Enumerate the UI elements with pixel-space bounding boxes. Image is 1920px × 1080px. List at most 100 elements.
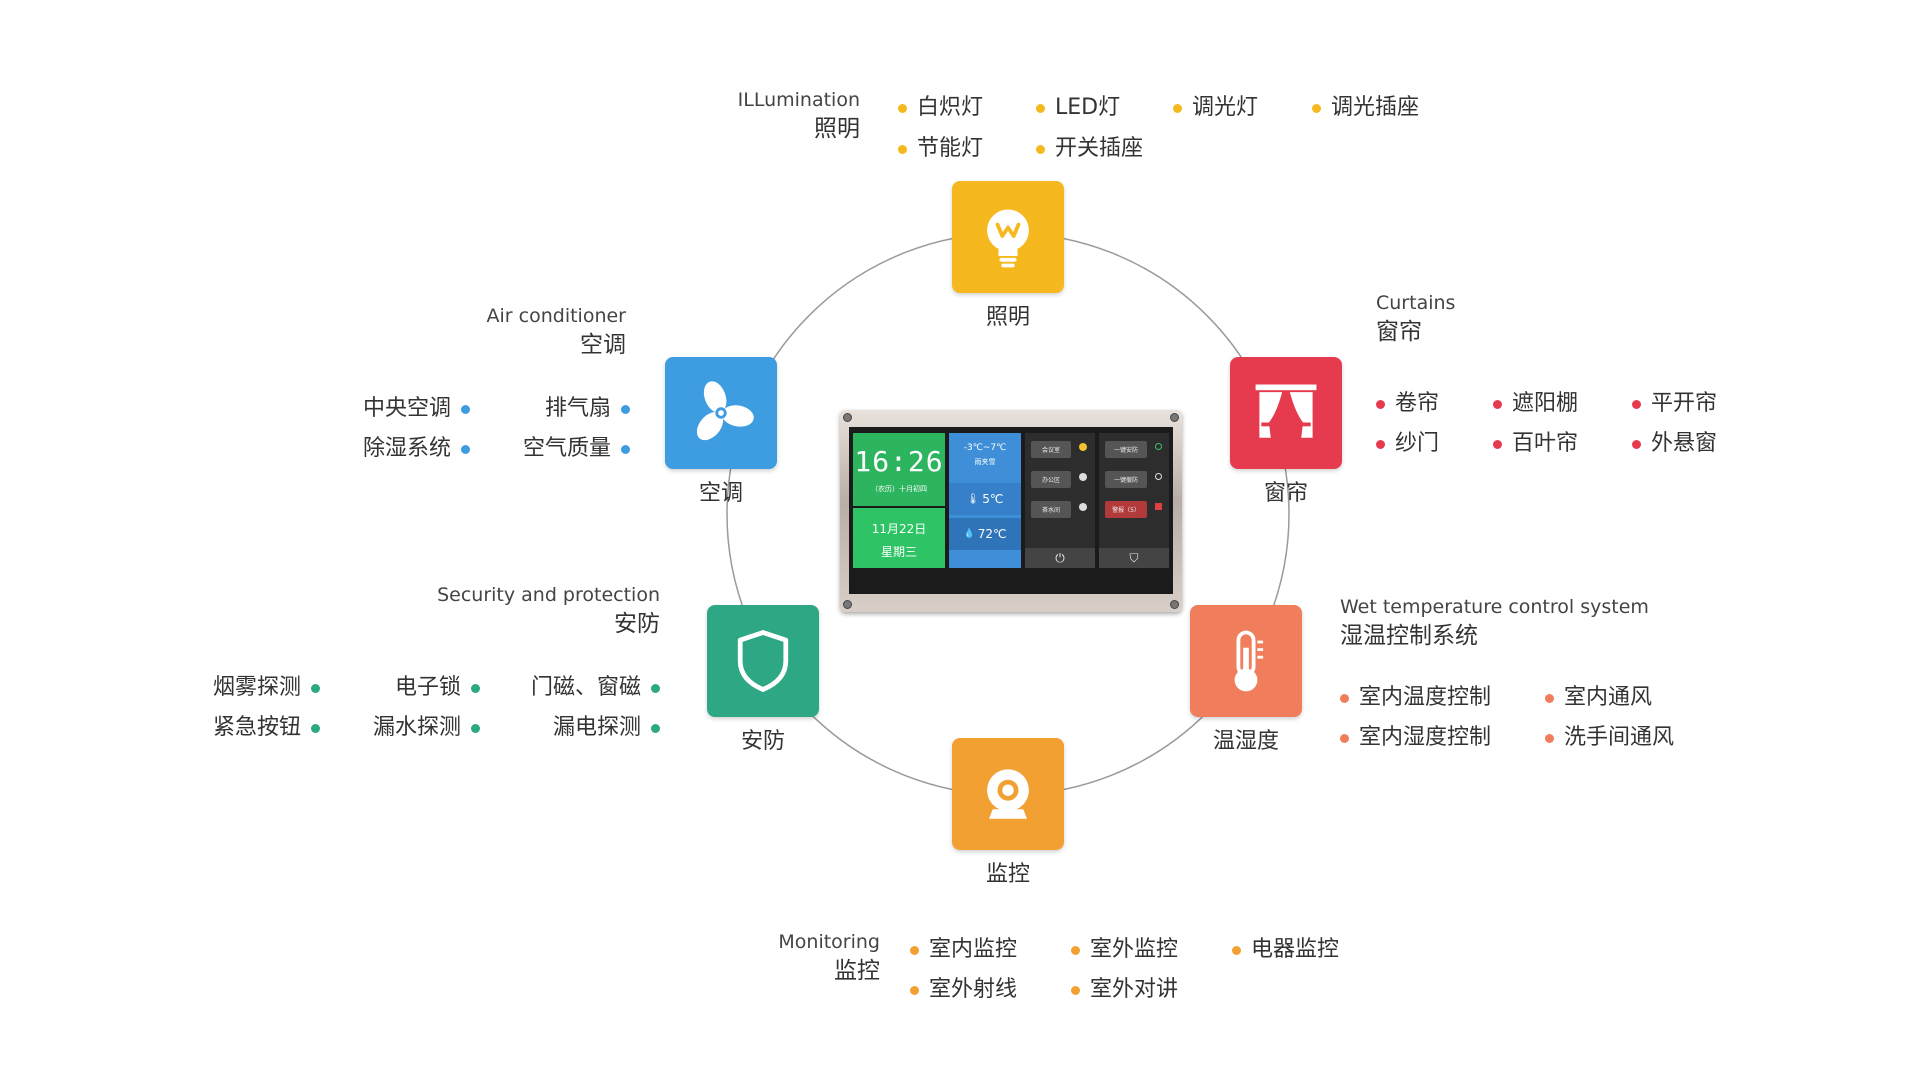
camera-icon <box>987 769 1029 819</box>
lighting-tile-label: 照明 <box>985 305 1030 330</box>
security-tile-label: 安防 <box>740 729 785 754</box>
curtains-item[interactable]: 平开帘 <box>1632 385 1717 417</box>
air-header: Air conditioner 空调 <box>426 304 626 361</box>
humidity-tile-label: 温湿度 <box>1212 729 1279 754</box>
thermometer-small-icon: 🌡 <box>966 493 980 505</box>
humidity-en-title: Wet temperature control system <box>1340 596 1649 618</box>
device-screen: 16:26 （农历）十月初四 11月22日 星期三 -3℃~7℃ 雨夹雪 🌡 5… <box>849 427 1173 594</box>
temp-range: -3℃~7℃ <box>963 443 1007 453</box>
curtains-header: Curtains 窗帘 <box>1376 291 1455 348</box>
lighting-item[interactable]: 白炽灯 <box>898 89 983 121</box>
humidity-item[interactable]: 室内湿度控制 <box>1340 719 1491 751</box>
curtains-en-title: Curtains <box>1376 292 1456 314</box>
curtains-item[interactable]: 纱门 <box>1376 425 1439 457</box>
monitoring-item[interactable]: 室外对讲 <box>1071 971 1178 1003</box>
humidity-item[interactable]: 室内通风 <box>1545 679 1652 711</box>
humidity-tile[interactable] <box>1190 605 1302 717</box>
security-item[interactable]: 漏电探测 <box>500 709 660 741</box>
room-button[interactable]: 会议室 <box>1031 441 1071 458</box>
lighting-item[interactable]: 调光灯 <box>1173 89 1258 121</box>
lighting-item[interactable]: 节能灯 <box>898 130 983 162</box>
air-item[interactable]: 排气扇 <box>490 390 630 422</box>
lighting-item[interactable]: 开关插座 <box>1036 130 1143 162</box>
lighting-header: ILLumination 照明 <box>700 88 860 145</box>
outdoor-temp: 5℃ <box>982 492 1004 506</box>
curtains-tile[interactable] <box>1230 357 1342 469</box>
air-item[interactable]: 除湿系统 <box>330 430 470 462</box>
monitoring-zh-title: 监控 <box>834 957 880 984</box>
monitoring-item[interactable]: 电器监控 <box>1232 931 1339 963</box>
control-panel-device: 16:26 （农历）十月初四 11月22日 星期三 -3℃~7℃ 雨夹雪 🌡 5… <box>840 410 1182 612</box>
shield-icon <box>737 630 789 692</box>
lighting-tile[interactable] <box>952 181 1064 293</box>
curtains-item[interactable]: 遮阳棚 <box>1493 385 1578 417</box>
clock-panel: 16:26 （农历）十月初四 <box>853 433 945 506</box>
monitoring-tile-label: 监控 <box>985 862 1030 887</box>
humidity-header: Wet temperature control system 湿温控制系统 <box>1340 595 1649 652</box>
security-item[interactable]: 电子锁 <box>330 669 480 701</box>
bulb-on-icon <box>1079 443 1087 451</box>
small-shield-icon: ⛉ <box>1129 550 1139 565</box>
curtains-item[interactable]: 卷帘 <box>1376 385 1439 417</box>
weather-panel: -3℃~7℃ 雨夹雪 🌡 5℃ 💧 72℃ <box>949 433 1021 568</box>
monitoring-header: Monitoring 监控 <box>700 930 880 987</box>
room-button[interactable]: 茶水间 <box>1031 501 1071 518</box>
room-button[interactable]: 办公区 <box>1031 471 1071 488</box>
air-tile[interactable] <box>665 357 777 469</box>
security-item[interactable]: 烟雾探测 <box>170 669 320 701</box>
monitoring-item[interactable]: 室外射线 <box>910 971 1017 1003</box>
monitoring-en-title: Monitoring <box>778 931 880 953</box>
security-item[interactable]: 门磁、窗磁 <box>500 669 660 701</box>
disarm-icon <box>1155 473 1162 480</box>
power-button[interactable]: ⏻ <box>1025 548 1095 568</box>
weekday-text: 星期三 <box>880 545 917 559</box>
curtain-icon <box>1255 384 1317 438</box>
lightbulb-icon <box>987 209 1029 268</box>
arm-icon <box>1155 443 1162 450</box>
air-tile-label: 空调 <box>698 481 743 506</box>
air-en-title: Air conditioner <box>486 305 626 327</box>
alarm-button[interactable]: 警报（5） <box>1105 501 1147 518</box>
date-panel: 11月22日 星期三 <box>853 508 945 568</box>
bulb-off-icon <box>1079 473 1087 481</box>
lighting-item[interactable]: 调光插座 <box>1312 89 1419 121</box>
clock-time: 16:26 <box>854 445 944 478</box>
monitoring-item[interactable]: 室内监控 <box>910 931 1017 963</box>
air-item[interactable]: 空气质量 <box>490 430 630 462</box>
humidity-item[interactable]: 室内温度控制 <box>1340 679 1491 711</box>
humidity-value: 72℃ <box>977 527 1007 541</box>
security-tile[interactable] <box>707 605 819 717</box>
lighting-item[interactable]: LED灯 <box>1036 89 1120 121</box>
humidity-row: 💧 72℃ <box>949 518 1021 550</box>
humidity-item[interactable]: 洗手间通风 <box>1545 719 1674 751</box>
alarm-icon <box>1155 503 1162 510</box>
curtains-item[interactable]: 百叶帘 <box>1493 425 1578 457</box>
humidity-zh-title: 湿温控制系统 <box>1340 622 1478 649</box>
disarm-button[interactable]: 一键撤防 <box>1105 471 1147 488</box>
date-text: 11月22日 <box>871 522 927 536</box>
security-zh-title: 安防 <box>614 610 660 637</box>
security-item[interactable]: 漏水探测 <box>330 709 480 741</box>
security-header: Security and protection 安防 <box>360 583 660 640</box>
screw <box>1170 413 1179 422</box>
air-item[interactable]: 中央空调 <box>330 390 470 422</box>
droplet-icon: 💧 <box>963 529 975 539</box>
fan-icon <box>696 381 754 441</box>
curtains-zh-title: 窗帘 <box>1376 318 1422 345</box>
lunar-date: （农历）十月初四 <box>871 485 927 493</box>
air-zh-title: 空调 <box>580 331 626 358</box>
power-icon: ⏻ <box>1055 550 1065 565</box>
monitoring-item[interactable]: 室外监控 <box>1071 931 1178 963</box>
screw <box>1170 600 1179 609</box>
security-item[interactable]: 紧急按钮 <box>170 709 320 741</box>
monitoring-tile[interactable] <box>952 738 1064 850</box>
arm-button[interactable]: 一键安防 <box>1105 441 1147 458</box>
screw <box>843 413 852 422</box>
room-lights-panel: 会议室 办公区 茶水间 ⏻ <box>1025 433 1095 568</box>
shield-button[interactable]: ⛉ <box>1099 548 1169 568</box>
lighting-en-title: ILLumination <box>737 89 860 111</box>
curtains-item[interactable]: 外悬窗 <box>1632 425 1717 457</box>
lighting-zh-title: 照明 <box>814 115 860 142</box>
thermometer-icon <box>1234 630 1264 692</box>
security-en-title: Security and protection <box>437 584 660 606</box>
